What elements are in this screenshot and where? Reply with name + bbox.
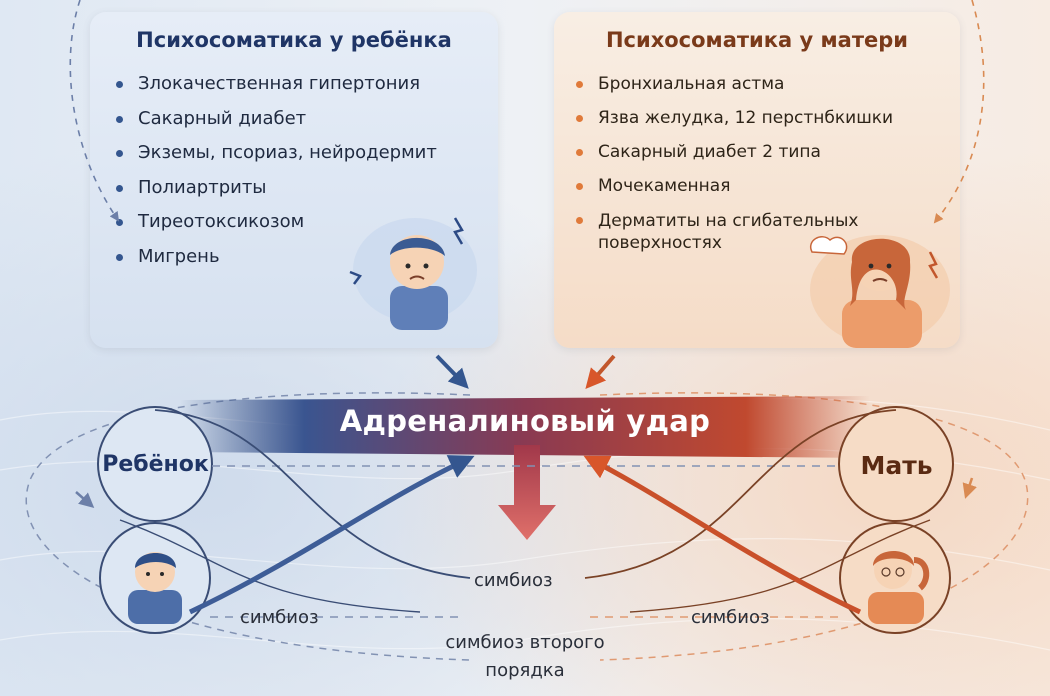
list-item: Дерматиты на сгибательных поверхностях	[576, 210, 918, 254]
anxious-boy-illustration	[349, 217, 477, 330]
list-item: Мигрень	[116, 246, 437, 267]
mother-lower-curve	[629, 519, 931, 613]
list-item: Полиартриты	[116, 177, 437, 198]
mother-rising-arrow	[583, 455, 862, 615]
symbiosis-center-label: симбиоз	[474, 570, 553, 591]
list-item: Тиреотоксикозом	[116, 212, 437, 232]
child-conditions-list: Злокачественная гипертония Сакарный диаб…	[116, 74, 437, 281]
mother-panel-arrow	[585, 354, 616, 390]
child-symbiosis-curve	[154, 409, 471, 579]
anxious-woman-illustration	[809, 235, 950, 348]
list-item: Бронхиальная астма	[576, 74, 918, 94]
symbiosis-left-label: симбиоз	[240, 607, 319, 628]
list-item: Злокачественная гипертония	[116, 74, 437, 94]
outer-dashed-loop-left	[25, 392, 471, 661]
mother-panel-title: Психосоматика у матери	[605, 28, 909, 52]
list-item: Экземы, псориаз, нейродермит	[116, 143, 437, 163]
adrenaline-title: Адреналиновый удар	[339, 404, 711, 438]
child-node-label: Ребёнок	[102, 452, 209, 477]
mother-conditions-list: Бронхиальная астма Язва желудка, 12 перс…	[576, 74, 918, 268]
list-item: Мочекаменная	[576, 176, 918, 196]
right-side-arrow	[962, 477, 977, 499]
outer-dashed-loop-right	[599, 392, 1029, 661]
mother-node-circle	[838, 406, 954, 522]
child-panel-arrow	[435, 354, 469, 389]
mother-icon	[868, 551, 930, 624]
red-down-arrow	[498, 445, 556, 540]
symbiosis-right-label: симбиоз	[691, 607, 770, 628]
child-lower-curve	[119, 519, 421, 613]
top-right-dashed-arc	[933, 0, 985, 224]
second-order-symbiosis-label-line2: порядка	[485, 660, 565, 681]
list-item: Язва желудка, 12 перстнбкишки	[576, 108, 918, 128]
list-item: Сакарный диабет 2 типа	[576, 142, 918, 162]
boy-icon	[128, 552, 182, 624]
child-node-circle	[97, 406, 213, 522]
adrenaline-banner	[180, 396, 870, 458]
second-order-symbiosis-label-line1: симбиоз второго	[445, 632, 605, 653]
list-item: Сакарный диабет	[116, 108, 437, 129]
mother-node-label: Мать	[860, 451, 933, 480]
left-side-arrow	[75, 491, 95, 508]
mother-symbiosis-curve	[584, 409, 897, 579]
child-panel-title: Психосоматика у ребёнка	[136, 28, 452, 52]
top-left-dashed-arc	[69, 0, 120, 222]
child-rising-arrow	[188, 455, 475, 615]
